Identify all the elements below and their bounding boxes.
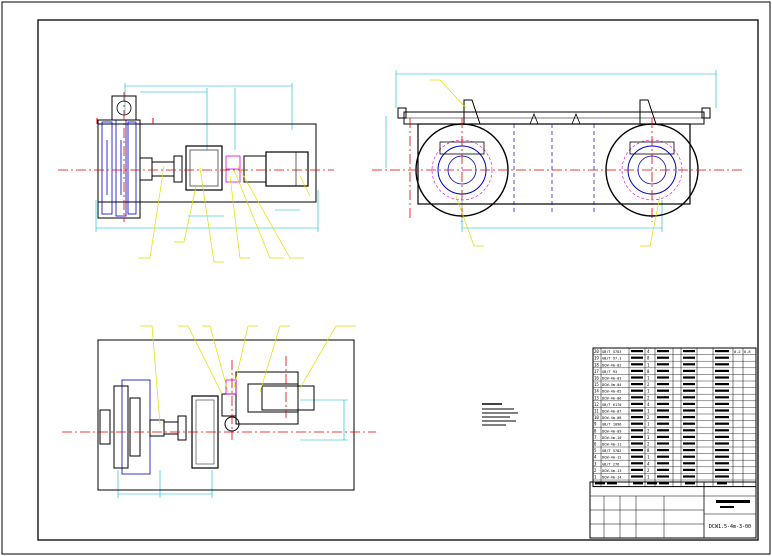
bom-row-number: 8 — [594, 428, 597, 433]
bom-row-qty: 2 — [647, 382, 650, 387]
bom-row-number: 10 — [594, 415, 599, 420]
drawing-number: DCW1.5-4m-3-00 — [709, 524, 751, 530]
bom-row-qty: 4 — [647, 461, 650, 466]
bom-row-total-weight: 0.8 — [744, 350, 751, 354]
top-left-view — [58, 83, 334, 263]
bom-row-number: 13 — [594, 395, 599, 400]
bom-row-code: DCW-4m-14 — [602, 476, 621, 480]
bom-row-qty: 1 — [647, 435, 650, 440]
bom-row-code: DCW-4m-03 — [602, 377, 621, 381]
bom-row-code: DCW-4m-05 — [602, 390, 621, 394]
bom-row-number: 11 — [594, 409, 599, 414]
bom-row-code: GB/T 5783 — [602, 350, 621, 354]
bom-row-number: 20 — [594, 349, 599, 354]
bom-row-qty: 1 — [647, 409, 650, 414]
bom-row-code: DCW-4m-08 — [602, 416, 621, 420]
bom-row-number: 3 — [594, 461, 597, 466]
technical-notes — [482, 403, 518, 426]
bom-row-qty: 1 — [647, 362, 650, 367]
bom-row-number: 4 — [594, 455, 597, 460]
bom-row-number: 18 — [594, 362, 599, 367]
bom-row-qty: 2 — [647, 395, 650, 400]
bom-row-code: DCW-4m-04 — [602, 383, 621, 387]
bom-row-code: GB/T 97.1 — [602, 357, 621, 361]
bom-row-qty: 4 — [647, 402, 650, 407]
bom-row-number: 16 — [594, 376, 599, 381]
bom-row-code: DCW-4m-11 — [602, 443, 621, 447]
bom-row-unit-weight: 0.2 — [734, 350, 741, 354]
bom-row-qty: 8 — [647, 356, 650, 361]
bom-row-number: 12 — [594, 402, 599, 407]
bom-row-code: DCW-4m-10 — [602, 436, 621, 440]
bom-row-number: 14 — [594, 389, 599, 394]
bom-row-qty: 1 — [647, 455, 650, 460]
bom-row-qty: 4 — [647, 349, 650, 354]
top-right-view — [372, 70, 742, 247]
bom-row-code: DCW-4m-02 — [602, 363, 621, 367]
bom-row-code: DCW-4m-07 — [602, 410, 621, 414]
bom-row-code: GB/T 5782 — [602, 449, 621, 453]
bom-row-qty: 2 — [647, 468, 650, 473]
bom-row-code: GB/T 1096 — [602, 423, 621, 427]
bom-row-code: GB/T 276 — [602, 462, 619, 466]
bom-row-number: 19 — [594, 356, 599, 361]
bom-row-number: 17 — [594, 369, 599, 374]
bom-row-number: 1 — [594, 475, 597, 480]
bom-row-qty: 2 — [647, 428, 650, 433]
bom-row-qty: 1 — [647, 475, 650, 480]
bom-row-number: 2 — [594, 468, 597, 473]
bom-row-qty: 2 — [647, 442, 650, 447]
bom-row-number: 6 — [594, 442, 597, 447]
bom-row-qty: 1 — [647, 389, 650, 394]
bom-row-qty: 8 — [647, 448, 650, 453]
bom-row-code: GB/T 6170 — [602, 403, 621, 407]
bom-row-code: DCW-4m-12 — [602, 456, 621, 460]
bom-row-code: DCW-4m-06 — [602, 396, 621, 400]
inner-frame — [37, 19, 759, 541]
bom-row-qty: 1 — [647, 376, 650, 381]
title-block: DCW1.5-4m-3-00 — [589, 481, 757, 539]
bom-row-code: GB/T 93 — [602, 370, 617, 374]
bom-row-number: 15 — [594, 382, 599, 387]
bom-row-number: 5 — [594, 448, 597, 453]
bom-row-number: 9 — [594, 422, 597, 427]
bom-row-number: 7 — [594, 435, 597, 440]
bom-row-code: DCW-4m-13 — [602, 469, 621, 473]
bom-row-code: DCW-4m-09 — [602, 429, 621, 433]
bom-row-qty: 1 — [647, 422, 650, 427]
bom-row-qty: 2 — [647, 415, 650, 420]
bottom-left-view — [62, 325, 376, 498]
bom-row-qty: 8 — [647, 369, 650, 374]
